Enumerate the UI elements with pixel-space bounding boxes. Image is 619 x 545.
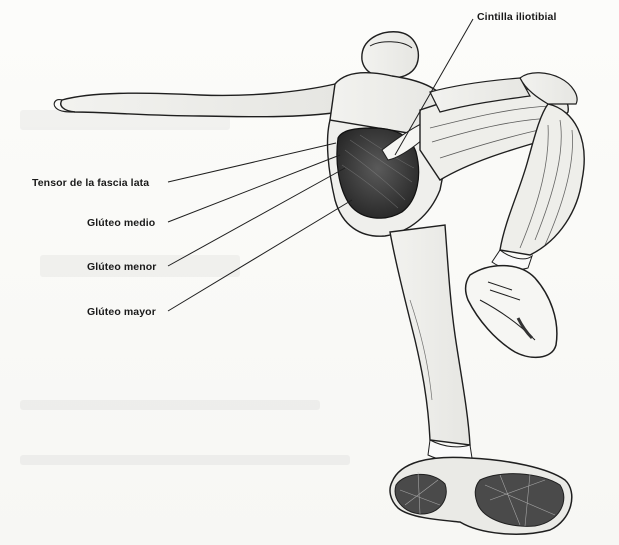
standing-leg (390, 225, 470, 445)
label-cintilla-iliotibial: Cintilla iliotibial (477, 11, 557, 23)
label-gluteo-medio: Glúteo medio (87, 217, 155, 229)
leader-tensor (168, 143, 336, 182)
label-tensor-fascia-lata: Tensor de la fascia lata (32, 177, 149, 189)
raised-shoe (466, 266, 557, 358)
background-texture (20, 110, 350, 465)
leader-medio (168, 155, 340, 222)
label-gluteo-mayor: Glúteo mayor (87, 306, 156, 318)
label-gluteo-menor: Glúteo menor (87, 261, 156, 273)
head (362, 32, 419, 78)
left-arm (61, 84, 340, 117)
leader-menor (168, 168, 345, 266)
